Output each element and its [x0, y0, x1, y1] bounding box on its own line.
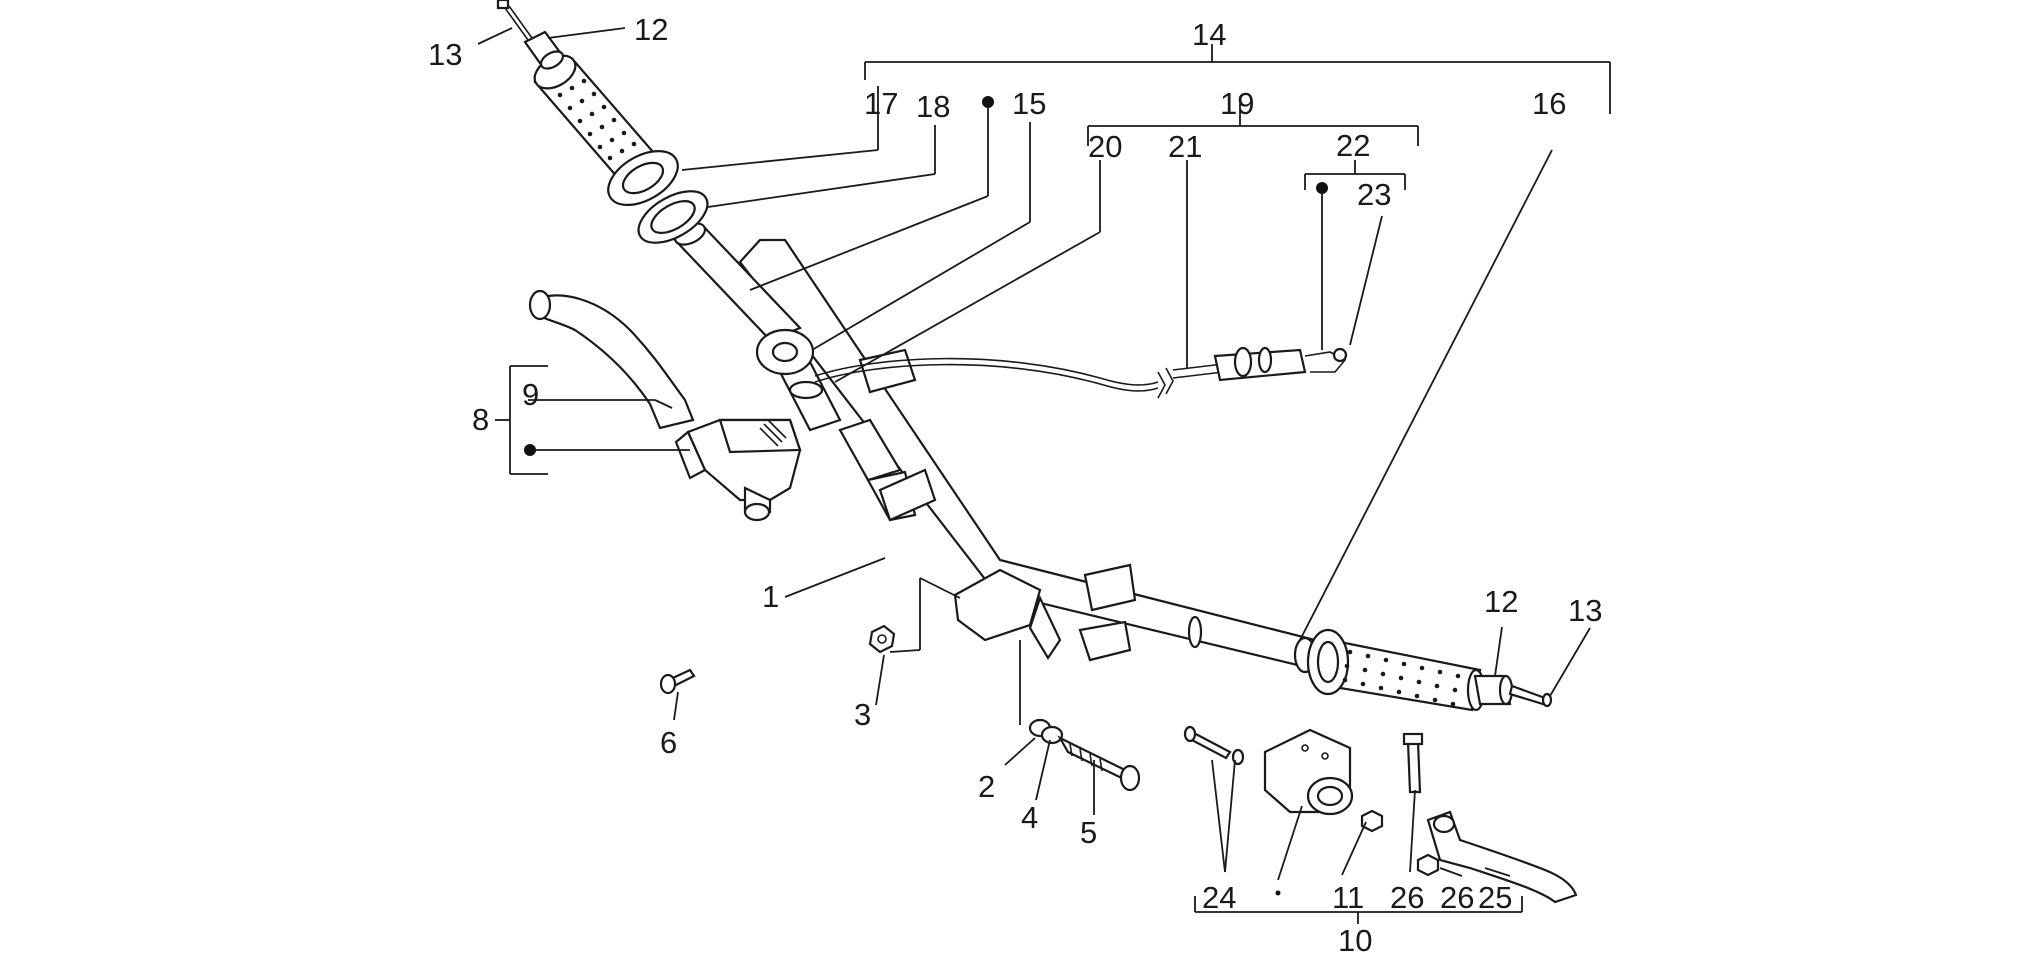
callout-10: 10 — [1338, 923, 1372, 953]
left-grip — [533, 54, 679, 207]
callout-4: 4 — [1021, 800, 1038, 835]
nut-26 — [1416, 853, 1440, 877]
ring — [637, 190, 709, 244]
callout-13-top: 13 — [428, 37, 462, 72]
lever-bracket — [1263, 728, 1354, 816]
master-cylinder — [674, 418, 802, 522]
callout-3: 3 — [854, 697, 871, 732]
screw-24 — [1183, 725, 1245, 766]
callout-22: 22 — [1336, 128, 1370, 163]
throttle-sleeve — [673, 222, 824, 400]
nut-3 — [868, 624, 896, 654]
callout-23: 23 — [1357, 177, 1391, 212]
callout-labels: 1 2 3 4 5 6 8 9 10 11 12 12 13 13 14 15 … — [428, 12, 1602, 953]
callout-13-right: 13 — [1568, 593, 1602, 628]
leader-lines — [477, 27, 1611, 924]
callout-26-left: 26 — [1390, 880, 1424, 915]
nut-11 — [1360, 809, 1384, 833]
callout-6: 6 — [660, 725, 677, 760]
callout-19: 19 — [1220, 86, 1254, 121]
brake-lever-right — [1426, 810, 1578, 904]
brake-lever-left — [528, 289, 695, 430]
callout-15: 15 — [1012, 86, 1046, 121]
callout-2: 2 — [978, 769, 995, 804]
callout-26-right: 26 — [1440, 880, 1474, 915]
callout-25: 25 — [1478, 880, 1512, 915]
callout-14: 14 — [1192, 17, 1226, 52]
callout-18: 18 — [916, 89, 950, 124]
callout-11: 11 — [1332, 880, 1364, 915]
callout-12-right: 12 — [1484, 584, 1518, 619]
right-grip — [1306, 628, 1486, 712]
washers-2-4 — [1028, 718, 1064, 745]
screw-6 — [659, 668, 696, 695]
left-bar-end — [496, 0, 565, 70]
callout-5: 5 — [1080, 815, 1097, 850]
callout-16: 16 — [1532, 86, 1566, 121]
callout-9: 9 — [522, 377, 539, 412]
bolt-26 — [1402, 732, 1424, 794]
callout-1: 1 — [762, 579, 779, 614]
callout-12-top: 12 — [634, 12, 668, 47]
callout-24: 24 — [1202, 880, 1236, 915]
callout-17: 17 — [864, 86, 898, 121]
right-bar-end — [1473, 674, 1553, 708]
callout-8: 8 — [472, 402, 489, 437]
callout-20: 20 — [1088, 129, 1122, 164]
handlebar-tube — [738, 238, 1320, 674]
throttle-cable — [814, 346, 1348, 399]
reference-dots — [524, 96, 1328, 896]
bolt-5 — [1057, 735, 1141, 792]
callout-21: 21 — [1168, 129, 1202, 164]
